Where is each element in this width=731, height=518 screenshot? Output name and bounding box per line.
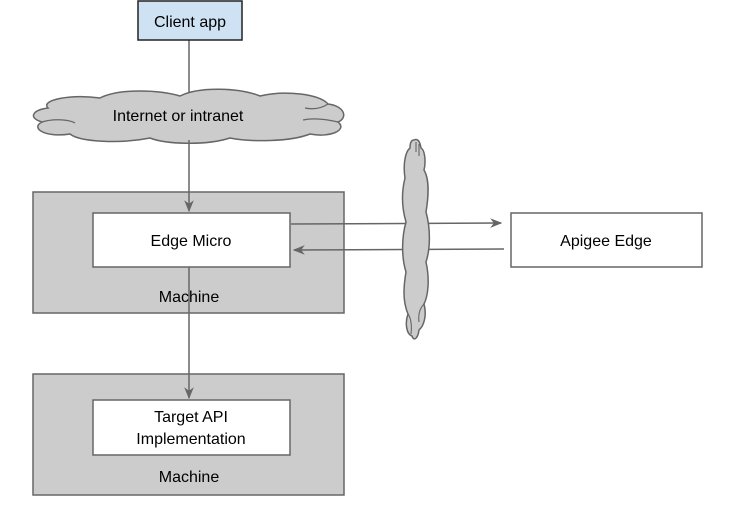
target-api-box: [92, 399, 291, 456]
internet-cloud: [32, 88, 345, 144]
client-app-box: [137, 0, 243, 41]
client-app-label: Client app: [154, 14, 226, 31]
apigee-edge-label: Apigee Edge: [560, 233, 652, 250]
edge-network-cloud-detail: [407, 142, 425, 335]
edge-micro-box: [92, 212, 291, 268]
edge-micro-to-apigee-arrow: [290, 218, 503, 228]
edge-network-cloud: [401, 138, 431, 340]
target-api-label-line2: Implementation: [136, 431, 245, 448]
apigee-edge-box: [510, 212, 703, 268]
edge-micro-label: Edge Micro: [151, 233, 232, 250]
machine-2-label: Machine: [159, 469, 220, 486]
internet-cloud-detail: [41, 103, 339, 124]
target-api-label-line1: Target API: [154, 409, 228, 426]
internet-cloud-label: Internet or intranet: [113, 108, 244, 125]
apigee-to-edge-micro-arrow: [292, 245, 505, 255]
